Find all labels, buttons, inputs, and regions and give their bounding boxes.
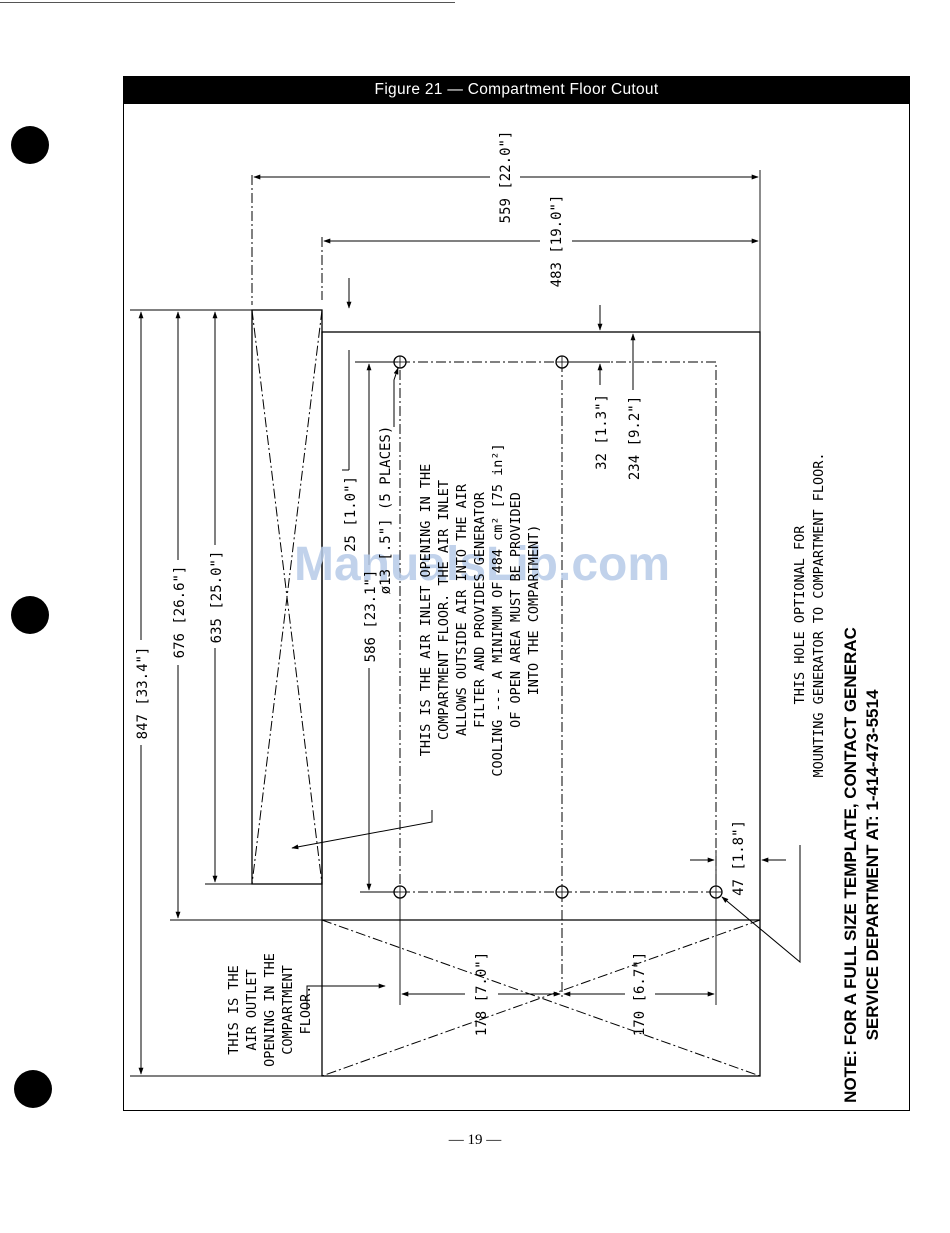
dim-635-label: 635 [25.0"]: [209, 551, 225, 644]
dim-32-label: 32 [1.3"]: [594, 394, 610, 470]
binder-hole-top: [11, 126, 49, 164]
top-rule: [0, 2, 455, 3]
outlet-note: THIS IS THE AIR OUTLET OPENING IN THE CO…: [226, 953, 314, 1067]
dim-676-label: 676 [26.6"]: [172, 566, 188, 659]
watermark: ManualsLib.com: [294, 538, 670, 591]
svg-text:FLOOR.: FLOOR.: [298, 986, 314, 1035]
svg-text:MOUNTING GENERATOR TO COMPARTM: MOUNTING GENERATOR TO COMPARTMENT FLOOR.: [811, 452, 827, 777]
dim-483-label: 483 [19.0"]: [549, 195, 565, 288]
outlet-diagonal-b: [321, 919, 761, 1077]
inlet-note: THIS IS THE AIR INLET OPENING IN THE COM…: [418, 443, 542, 776]
svg-text:SERVICE DEPARTMENT AT: 1-414-4: SERVICE DEPARTMENT AT: 1-414-473-5514: [863, 689, 882, 1040]
svg-text:NOTE: FOR A FULL SIZE TEMPLATE: NOTE: FOR A FULL SIZE TEMPLATE, CONTACT …: [841, 627, 860, 1103]
figure-title: Figure 21 — Compartment Floor Cutout: [123, 76, 910, 104]
svg-text:OPENING IN THE: OPENING IN THE: [262, 953, 278, 1067]
outlet-note-leader: [306, 983, 386, 1010]
outlet-diagonal-a: [321, 919, 761, 1077]
footprint-diagonal-b: [251, 309, 323, 885]
optional-hole-leader: [721, 845, 801, 964]
hole-size-label: ø13 [.5"] (5 PLACES): [378, 426, 394, 595]
svg-text:AIR OUTLET: AIR OUTLET: [244, 969, 260, 1050]
dim-25-label: 25 [1.0"]: [343, 476, 359, 552]
svg-text:FILTER AND PROVIDES GENERATOR: FILTER AND PROVIDES GENERATOR: [472, 491, 488, 728]
svg-text:COMPARTMENT FLOOR. THE AIR INL: COMPARTMENT FLOOR. THE AIR INLET: [436, 480, 452, 740]
binder-hole-middle: [11, 596, 49, 634]
hole-label-leader: [393, 367, 399, 427]
dim-47-label: 47 [1.8"]: [731, 820, 747, 896]
template-note: NOTE: FOR A FULL SIZE TEMPLATE, CONTACT …: [841, 627, 882, 1103]
dim-178-label: 178 [7.0"]: [474, 952, 490, 1036]
optional-hole-note: THIS HOLE OPTIONAL FOR MOUNTING GENERATO…: [792, 452, 827, 777]
svg-text:COMPARTMENT: COMPARTMENT: [280, 965, 296, 1054]
svg-text:COOLING --- A MINIMUM OF 484 c: COOLING --- A MINIMUM OF 484 cm² [75 in²…: [490, 443, 506, 776]
dim-170-label: 170 [6.7"]: [632, 952, 648, 1036]
svg-text:THIS IS THE AIR INLET OPENING: THIS IS THE AIR INLET OPENING IN THE: [418, 464, 434, 757]
svg-text:OF OPEN AREA MUST BE PROVIDED: OF OPEN AREA MUST BE PROVIDED: [508, 492, 524, 728]
dim-234-label: 234 [9.2"]: [627, 396, 643, 480]
dim-559-label: 559 [22.0"]: [498, 131, 514, 224]
binder-hole-bottom: [14, 1070, 52, 1108]
generator-footprint: [251, 309, 323, 885]
svg-text:THIS HOLE OPTIONAL FOR: THIS HOLE OPTIONAL FOR: [792, 525, 808, 705]
dim-847-label: 847 [33.4"]: [135, 647, 151, 740]
inlet-note-leader: [291, 810, 433, 850]
svg-text:ALLOWS OUTSIDE AIR INTO THE AI: ALLOWS OUTSIDE AIR INTO THE AIR: [454, 483, 470, 736]
svg-text:INTO THE COMPARTMENT): INTO THE COMPARTMENT): [526, 525, 542, 696]
svg-text:THIS IS THE: THIS IS THE: [226, 965, 242, 1054]
dim-586-label: 586 [23.1"]: [363, 570, 379, 663]
page-number: — 19 —: [448, 1132, 502, 1148]
